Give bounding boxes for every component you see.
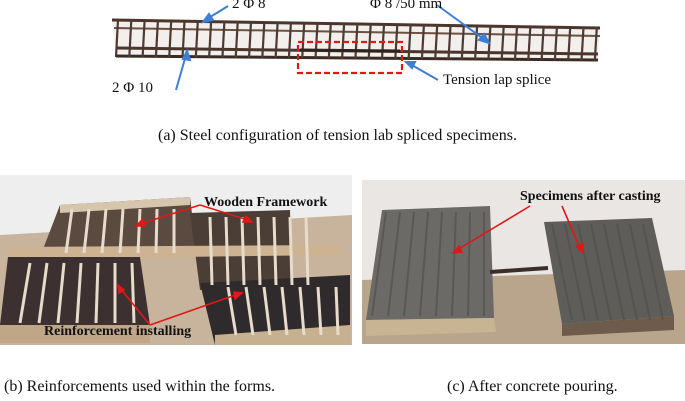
stirrup — [567, 27, 572, 61]
stirrup — [141, 20, 146, 58]
caption-c: (c) After concrete pouring. — [447, 378, 618, 395]
caption-b: (b) Reinforcements used within the forms… — [4, 378, 276, 395]
caption-a: (a) Steel configuration of tension lab s… — [158, 127, 518, 144]
cast-rib — [603, 223, 625, 321]
cast-rib — [577, 223, 599, 321]
form-rib — [298, 286, 306, 336]
form-rib — [304, 216, 310, 286]
stirrup — [301, 23, 306, 59]
form-rib — [226, 286, 238, 336]
form-rib — [272, 216, 278, 286]
cast-specimens-photo — [362, 180, 685, 344]
form-rib — [136, 208, 142, 254]
form-rib — [244, 286, 255, 336]
stirrup — [500, 26, 505, 60]
stirrup — [287, 22, 292, 59]
stirrup — [247, 22, 253, 59]
form-rib — [75, 262, 83, 324]
annotation-top-bar: 2 Φ 8 — [232, 0, 266, 12]
form-rib — [64, 208, 74, 254]
stirrup — [208, 21, 213, 58]
form-rib — [154, 208, 159, 254]
cast-rib — [629, 223, 651, 321]
form-rib — [82, 208, 91, 254]
cast-rib — [564, 223, 586, 321]
cast-rib — [642, 223, 664, 321]
stirrup — [194, 21, 199, 58]
form-rib — [94, 262, 100, 324]
form-rib — [256, 216, 262, 286]
stirrup — [434, 25, 439, 60]
stirrup — [274, 22, 279, 59]
form-rib — [208, 216, 214, 286]
stirrup — [513, 26, 519, 61]
stirrup — [234, 21, 239, 58]
formwork-photo — [0, 175, 352, 345]
form-rib — [240, 216, 246, 286]
stirrup — [474, 25, 479, 60]
cast-rib — [467, 211, 471, 317]
stirrup — [181, 21, 186, 58]
annotation-bottom-bar: 2 Φ 10 — [112, 80, 153, 96]
form-rib — [316, 286, 323, 336]
form-rib — [288, 216, 294, 286]
annotation-splice: Tension lap splice — [443, 72, 552, 88]
cast-rib — [451, 211, 457, 317]
stirrup — [128, 20, 133, 58]
form-rib — [224, 216, 230, 286]
stirrup — [154, 20, 159, 58]
cast-rib — [403, 211, 415, 317]
form-rib — [56, 262, 66, 324]
stirrup — [114, 19, 120, 58]
form-rib — [334, 286, 340, 336]
cast-rib — [435, 211, 443, 317]
form-rib — [18, 262, 32, 324]
stirrup — [593, 27, 598, 61]
annotation-stirrups: Φ 8 /50 mm — [370, 0, 443, 12]
cast-rib — [387, 211, 401, 317]
rebar-cage-photo — [111, 4, 601, 91]
form-rib — [37, 262, 49, 324]
form-rib — [118, 208, 125, 254]
stirrup — [540, 26, 545, 61]
annotation-framework: Wooden Framework — [204, 195, 328, 210]
panel-b: Wooden Framework Reinforcement installin… — [0, 175, 352, 345]
cast-rib — [551, 223, 573, 321]
stirrup — [447, 25, 452, 60]
stirrup — [221, 21, 226, 58]
form-rib — [262, 286, 272, 336]
stirrup — [420, 24, 425, 60]
cast-rib — [590, 223, 612, 321]
cast-rib — [371, 211, 387, 317]
stirrup — [407, 24, 412, 60]
cast-rib — [419, 211, 429, 317]
stirrup — [394, 24, 399, 60]
stirrup — [168, 20, 173, 58]
form-rib — [280, 286, 289, 336]
form-rib — [130, 262, 136, 324]
stirrup — [553, 27, 558, 61]
stirrup — [460, 25, 465, 60]
form-rib — [100, 208, 108, 254]
panel-a: 2 Φ 8 Φ 8 /50 mm 2 Φ 10 Tension lap spli… — [0, 0, 685, 160]
annotation-reinforcement: Reinforcement installing — [44, 324, 192, 339]
stirrup — [527, 26, 532, 61]
stirrup — [367, 24, 372, 59]
panel-c: Specimens after casting — [362, 180, 685, 344]
cast-rib — [616, 223, 638, 321]
stirrup — [580, 27, 585, 61]
annotation-specimens: Specimens after casting — [520, 189, 661, 204]
stirrup — [261, 22, 266, 59]
splice-region-box — [296, 40, 404, 75]
